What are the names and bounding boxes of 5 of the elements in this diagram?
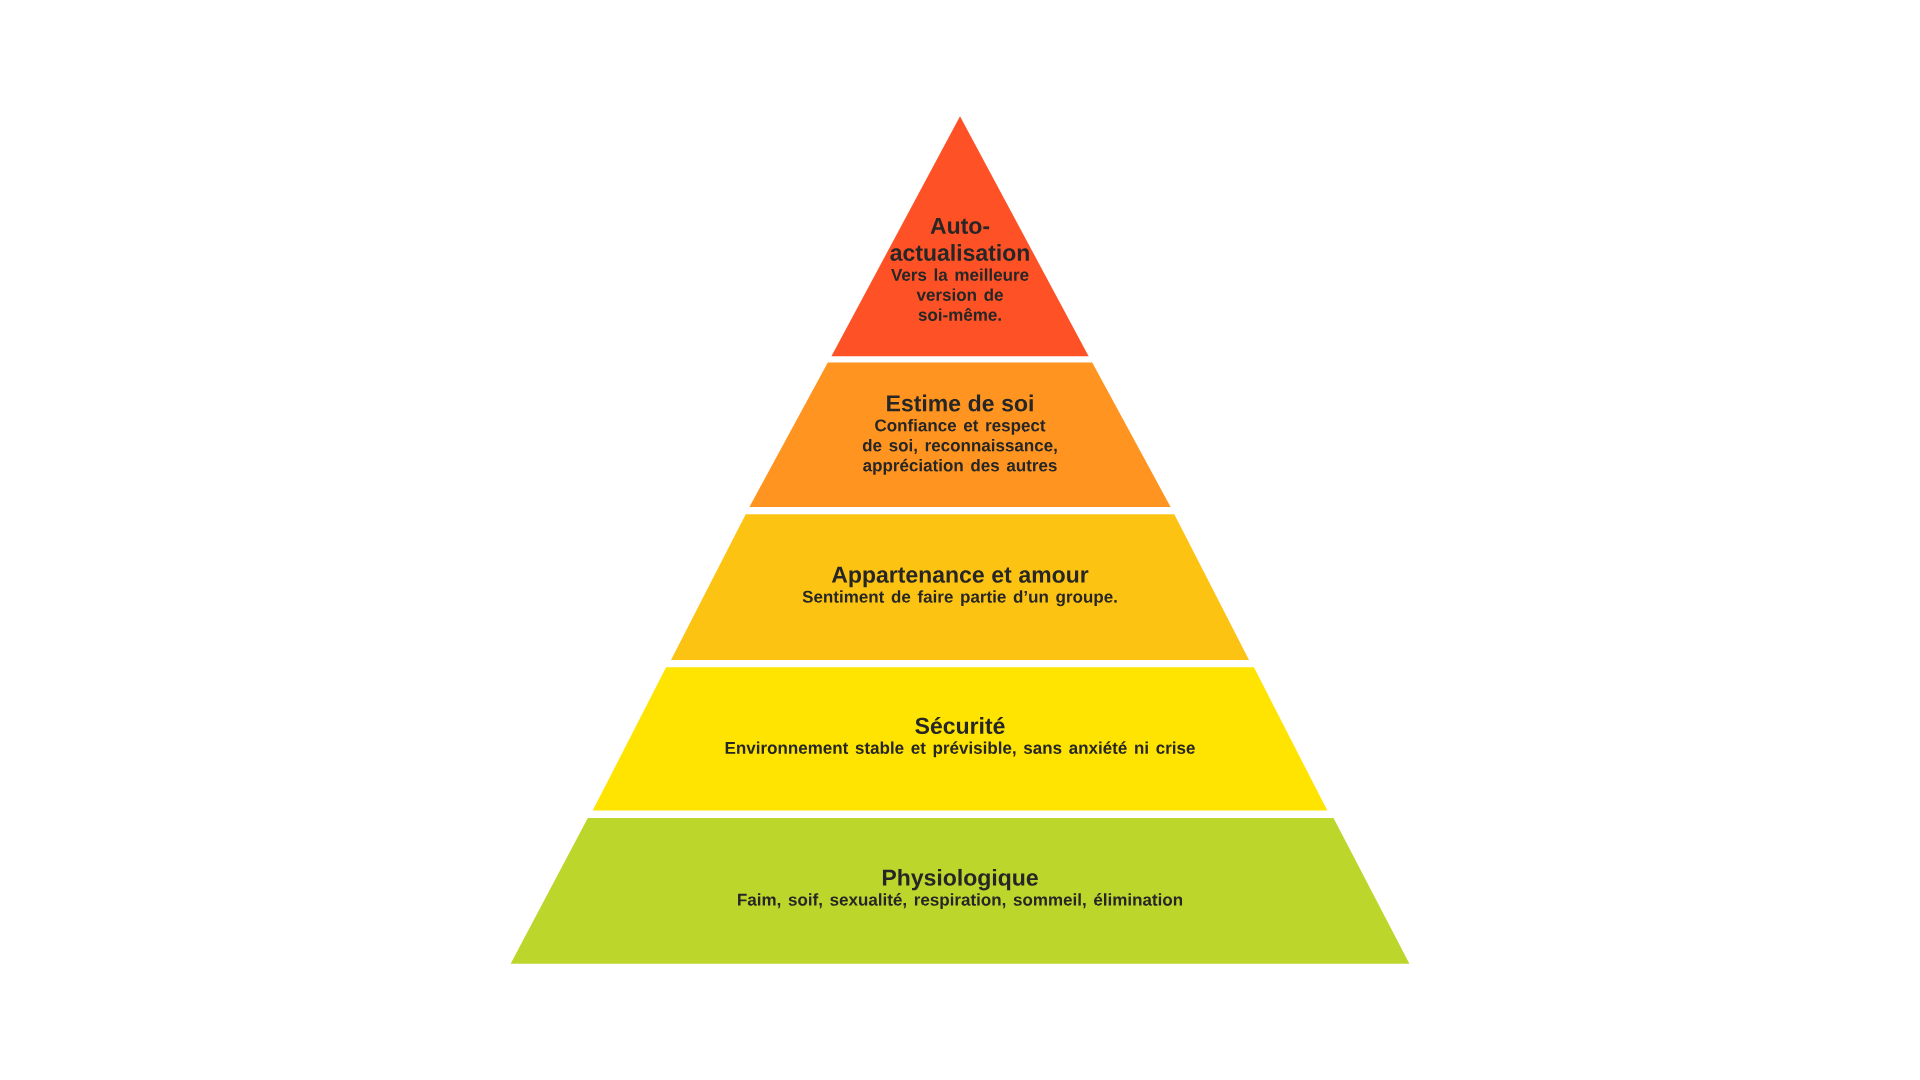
pyramid-layer: Appartenance et amour Sentiment de faire partie d’un groupe. bbox=[671, 514, 1249, 660]
pyramid-layer: Estime de soi Confiance et respect de soi, reconnaissance, appréciation des autres bbox=[749, 362, 1171, 507]
pyramid-tip: Auto- actualisation Vers la meilleure version de soi-même. bbox=[831, 116, 1089, 357]
pyramid-layer: Physiologique Faim, soif, sexualité, respiration, sommeil, élimination bbox=[510, 818, 1410, 964]
pyramid-layer: Sécurité Environnement stable et prévisible, sans anxiété ni crise bbox=[592, 667, 1328, 811]
